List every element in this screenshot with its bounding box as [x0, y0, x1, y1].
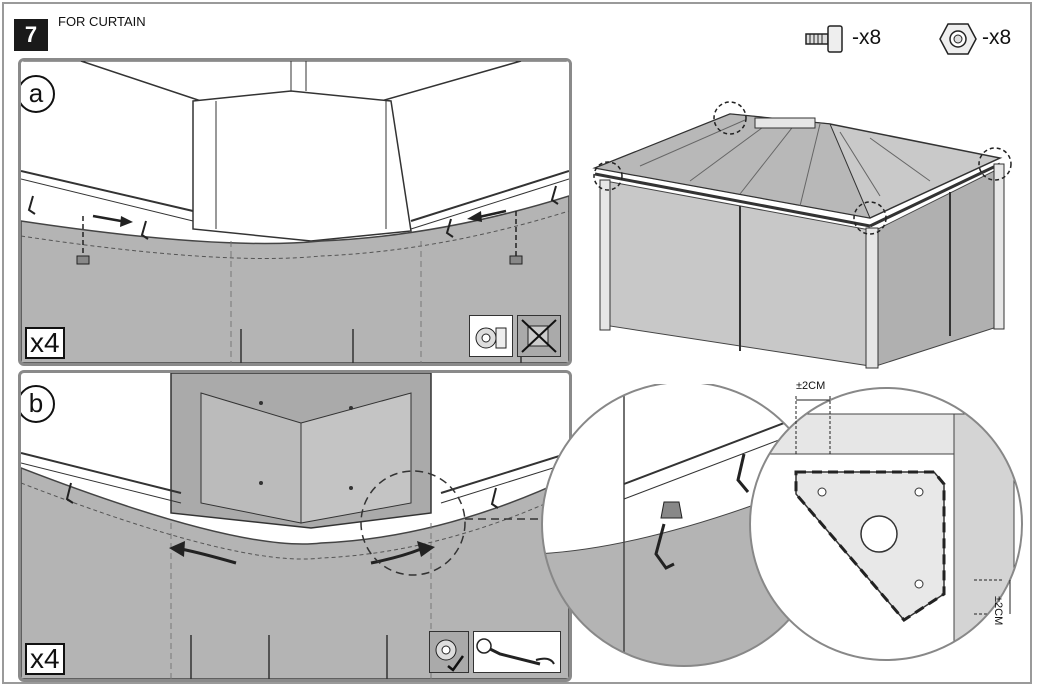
bolt-icon — [805, 25, 843, 53]
panel-b-illustration — [21, 373, 569, 679]
bolt-nut-assembled-icon — [469, 315, 513, 357]
nut-icon — [939, 23, 977, 55]
gazebo-overview-illustration — [592, 101, 1012, 369]
top-gap-dimension: ±2CM — [796, 380, 826, 392]
nut-quantity: -x8 — [982, 26, 1012, 49]
side-gap-dimension: ±2CM — [992, 596, 1004, 626]
bolt-quantity: -x8 — [852, 26, 882, 49]
detail-zoom-illustration — [541, 384, 1023, 667]
panel-a-letter: a — [21, 75, 55, 113]
panel-a-multiplier: x4 — [25, 327, 65, 359]
panel-a: a x4 — [18, 58, 572, 366]
panel-b-letter: b — [21, 385, 55, 423]
step-title: FOR CURTAIN — [58, 14, 146, 29]
panel-b: b x4 — [18, 370, 572, 682]
panel-b-multiplier: x4 — [25, 643, 65, 675]
no-tool-icon — [517, 315, 561, 357]
bolt-nut-tightened-icon — [429, 631, 469, 673]
step-number-badge: 7 — [14, 19, 48, 51]
wrench-icon — [473, 631, 561, 673]
panel-a-illustration — [21, 61, 569, 363]
